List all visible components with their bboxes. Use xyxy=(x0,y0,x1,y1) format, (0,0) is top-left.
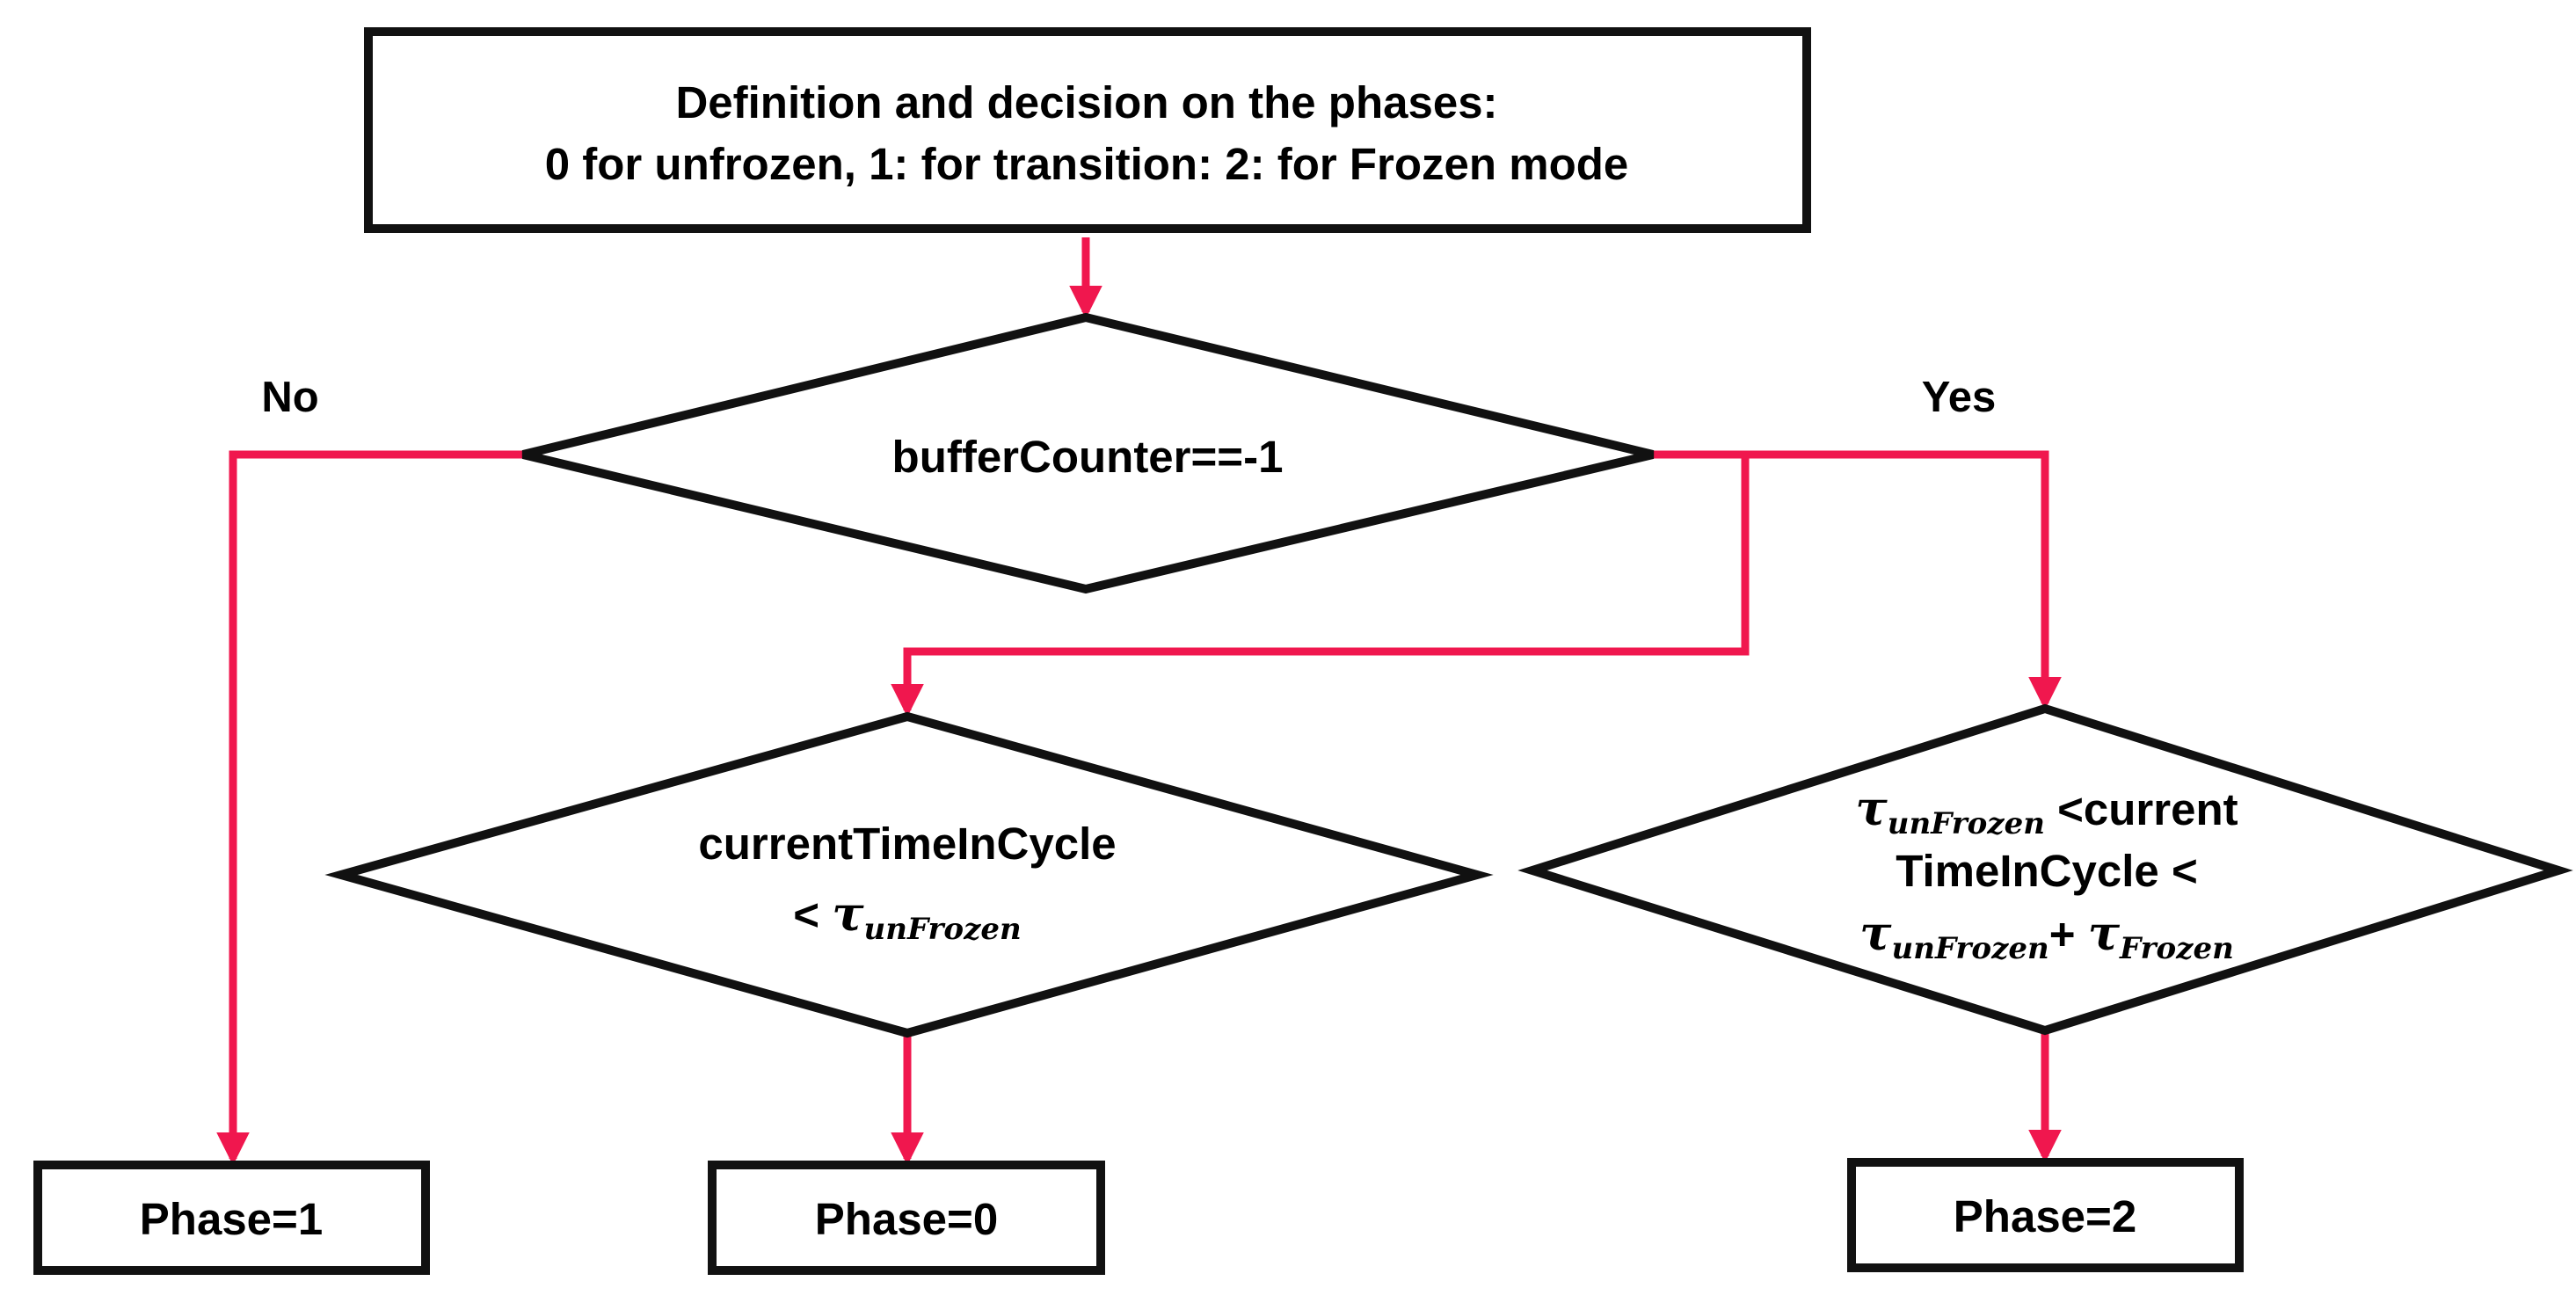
definition-box-shape xyxy=(364,27,1811,233)
decision-time-window: τunFrozen <current TimeInCycle < τunFroz… xyxy=(1517,703,2573,1036)
outcome-phase-1-shape xyxy=(33,1161,430,1275)
decision-buffer-counter-label: bufferCounter==-1 xyxy=(892,432,1284,482)
connector-yes-to-left-decision xyxy=(891,455,1750,717)
outcome-phase-0: Phase=0 xyxy=(708,1161,1105,1275)
tau-symbol: τ xyxy=(832,885,864,942)
plus-symbol: + xyxy=(2049,909,2088,959)
outcome-phase-0-shape xyxy=(708,1161,1105,1275)
definition-line-1: Definition and decision on the phases: xyxy=(675,77,1497,127)
decision-buffer-counter-shape xyxy=(521,312,1655,594)
outcome-phase-0-label: Phase=0 xyxy=(815,1194,998,1244)
connectors xyxy=(216,237,2062,1166)
decision-buffer-counter: bufferCounter==-1 xyxy=(521,312,1655,594)
decision-current-time-line-1: currentTimeInCycle xyxy=(698,819,1116,869)
branch-label-no: No xyxy=(261,374,318,421)
decision-time-window-line-1: τunFrozen <current xyxy=(1855,780,2238,841)
decision-time-window-line-3: τunFrozen+ τFrozen xyxy=(1859,905,2234,966)
decision-time-window-shape xyxy=(1517,703,2573,1036)
outcome-phase-1: Phase=1 xyxy=(33,1161,430,1275)
outcome-phase-1-label: Phase=1 xyxy=(140,1194,323,1244)
decision-time-window-line-2: TimeInCycle < xyxy=(1896,846,2197,896)
outcome-phase-2-shape xyxy=(1847,1158,2244,1272)
tau-subscript-unfrozen: unFrozen xyxy=(1888,806,2045,841)
less-than-symbol: < xyxy=(793,890,832,940)
tau-symbol: τ xyxy=(1859,905,1892,961)
branch-label-yes: Yes xyxy=(1922,374,1996,421)
decision-current-time-line-2: < τunFrozen xyxy=(793,885,1022,947)
tau-symbol: τ xyxy=(2088,905,2121,961)
connector-no-to-phase1 xyxy=(216,450,523,1166)
tau-subscript-frozen: Frozen xyxy=(2119,931,2234,966)
decision-current-time-shape xyxy=(324,711,1494,1038)
outcome-phase-2-label: Phase=2 xyxy=(1954,1191,2136,1241)
current-text: <current xyxy=(2045,784,2238,834)
definition-line-2: 0 for unfrozen, 1: for transition: 2: fo… xyxy=(545,139,1629,189)
tau-subscript-unfrozen: unFrozen xyxy=(1892,931,2049,966)
decision-current-time: currentTimeInCycle < τunFrozen xyxy=(324,711,1494,1038)
tau-subscript-unfrozen: unFrozen xyxy=(864,912,1022,947)
definition-box: Definition and decision on the phases: 0… xyxy=(364,27,1811,233)
connector-yes-to-right-decision xyxy=(1653,450,2062,710)
tau-symbol: τ xyxy=(1855,780,1888,836)
outcome-phase-2: Phase=2 xyxy=(1847,1158,2244,1272)
